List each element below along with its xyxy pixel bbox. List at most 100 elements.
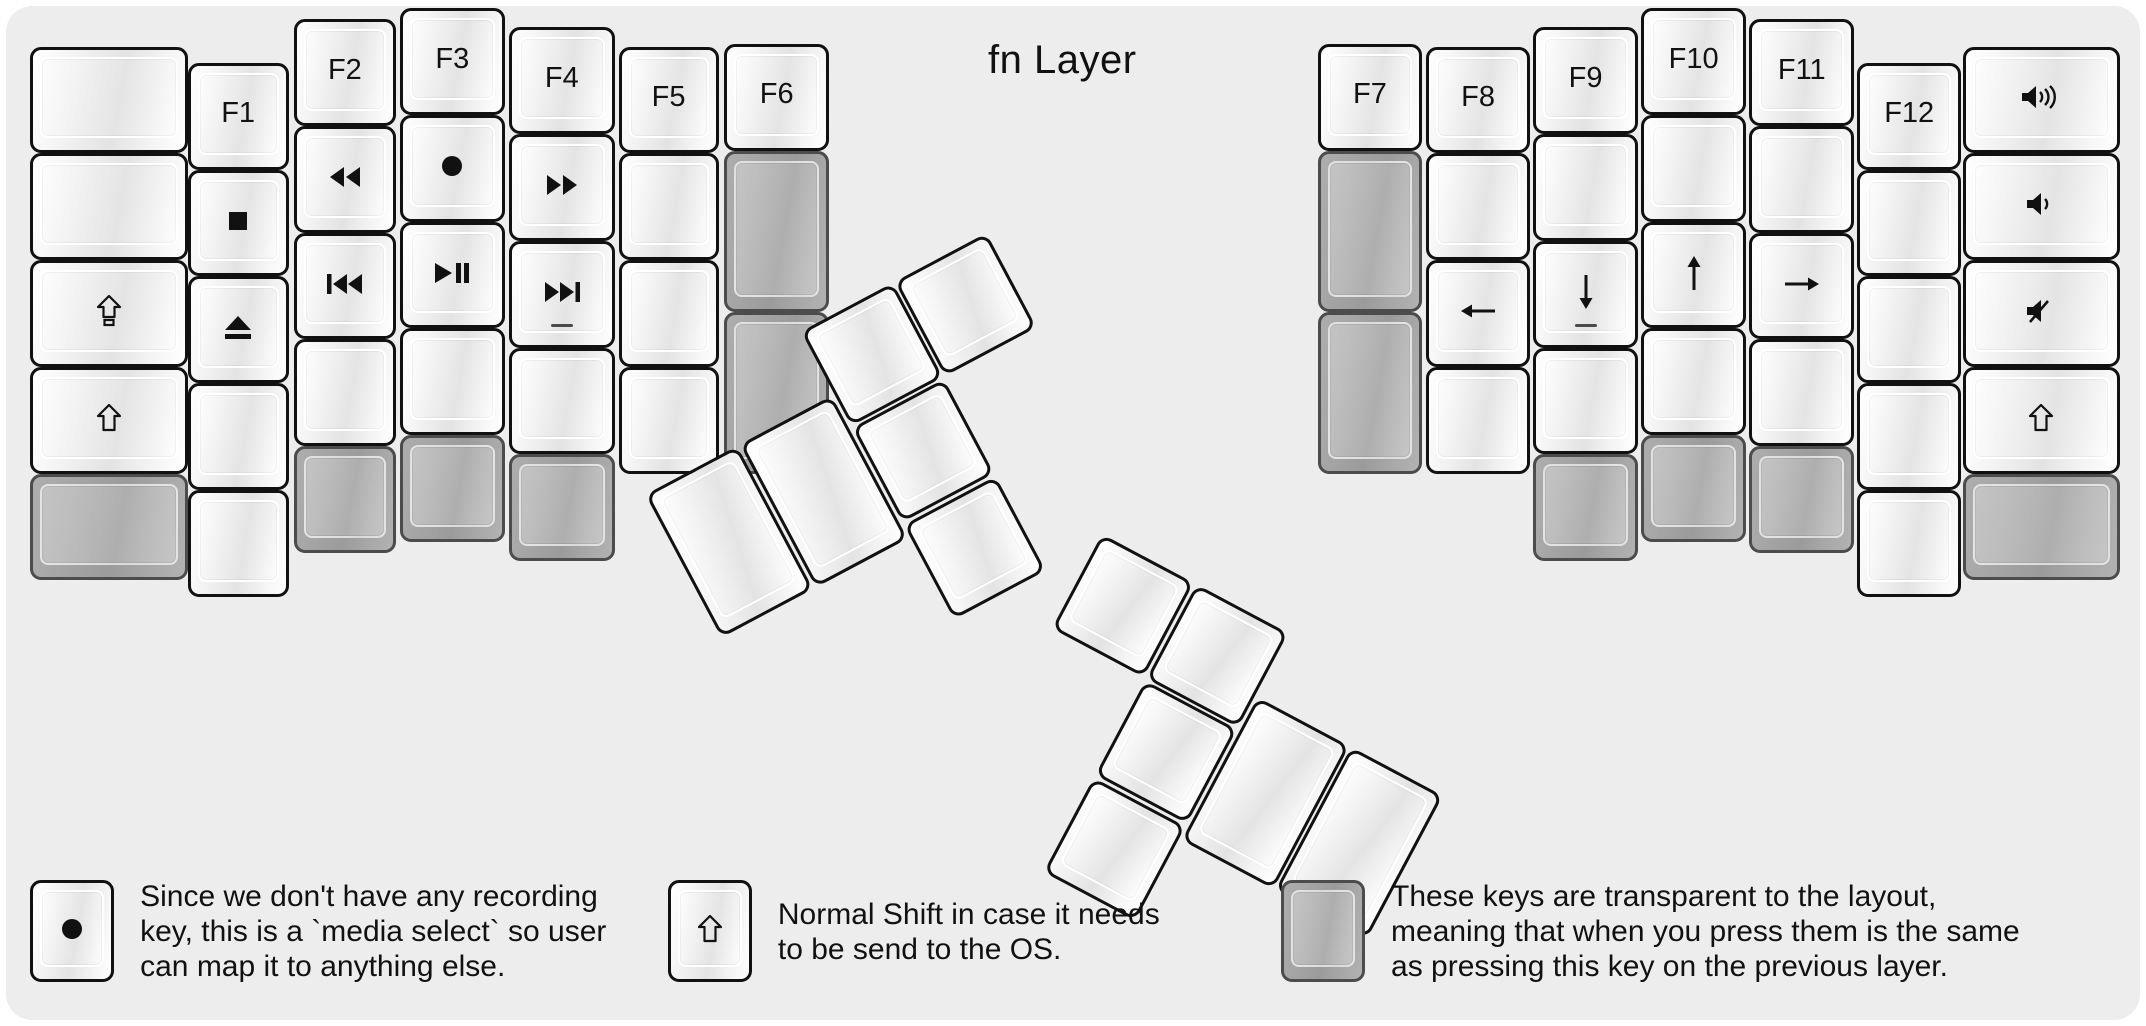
key-bevel <box>1972 163 2110 246</box>
key-media-prev-track[interactable] <box>294 232 396 340</box>
key-blank[interactable] <box>509 347 615 455</box>
key-label-blank <box>33 156 184 257</box>
key-label: F5 <box>651 80 686 113</box>
key-blank[interactable] <box>187 489 289 597</box>
key-blank[interactable] <box>1749 125 1855 233</box>
key-transparent[interactable] <box>1749 446 1855 553</box>
key-bevel <box>1650 124 1737 207</box>
key-label-blank <box>1752 449 1851 550</box>
key-arrow-left[interactable] <box>1426 260 1531 367</box>
key-blank[interactable] <box>1857 169 1962 277</box>
key-blank[interactable] <box>30 46 188 154</box>
key-media-stop[interactable] <box>187 169 289 277</box>
key-blank[interactable] <box>187 383 289 490</box>
key-arrow-right[interactable] <box>1749 232 1855 340</box>
key-bevel <box>1650 445 1737 527</box>
key-blank[interactable] <box>1640 114 1747 222</box>
key-blank[interactable] <box>294 339 396 447</box>
key-bevel <box>409 445 495 527</box>
key-f1[interactable]: F1 <box>187 62 289 170</box>
key-bevel <box>1972 483 2110 566</box>
key-label: F1 <box>221 97 256 130</box>
key-shift[interactable] <box>30 366 188 474</box>
key-media-next-track[interactable] <box>509 240 615 348</box>
key-transparent[interactable] <box>1532 454 1639 562</box>
key-blank[interactable] <box>1426 366 1531 474</box>
key-arrow-down[interactable] <box>1532 240 1639 348</box>
volume-down-icon <box>1966 156 2117 257</box>
key-bevel <box>1650 18 1737 100</box>
key-f3[interactable]: F3 <box>399 8 505 115</box>
key-label-blank <box>1321 154 1419 309</box>
key-media-play-pause[interactable] <box>399 221 505 329</box>
key-f10[interactable]: F10 <box>1640 8 1747 115</box>
key-transparent[interactable] <box>30 473 188 581</box>
key-arrow-up[interactable] <box>1640 221 1747 329</box>
key-bevel <box>40 376 178 459</box>
key-label-blank <box>622 263 716 364</box>
media-record-icon <box>33 883 111 979</box>
key-f4[interactable]: F4 <box>509 27 615 135</box>
key-f6[interactable]: F6 <box>724 43 830 151</box>
key-blank[interactable] <box>1857 489 1962 597</box>
key-f2[interactable]: F2 <box>294 19 396 126</box>
media-rewind-icon <box>297 129 392 230</box>
key-transparent[interactable] <box>1317 312 1422 474</box>
key-media-eject[interactable] <box>187 276 289 384</box>
key-f8[interactable]: F8 <box>1426 46 1531 154</box>
key-label-blank <box>1752 342 1851 443</box>
key-blank[interactable] <box>1640 328 1747 436</box>
key-label-blank <box>1321 315 1419 470</box>
key-bevel <box>628 163 709 246</box>
key-f11[interactable]: F11 <box>1749 19 1855 126</box>
homing-bar <box>550 323 573 327</box>
key-shift-lock[interactable] <box>30 260 188 367</box>
key-blank[interactable] <box>618 366 719 474</box>
key-volume-up[interactable] <box>1962 46 2120 154</box>
key-volume-down[interactable] <box>1962 153 2120 261</box>
key-bevel <box>1759 349 1845 432</box>
key-transparent[interactable] <box>294 446 396 553</box>
key-blank[interactable] <box>1857 383 1962 490</box>
key-bevel <box>519 37 605 120</box>
key-bevel <box>628 270 709 352</box>
key-blank[interactable] <box>1426 153 1531 261</box>
key-bevel <box>1867 393 1952 475</box>
key-shift[interactable] <box>1962 366 2120 474</box>
key-media-record[interactable] <box>399 114 505 222</box>
legend-description: Normal Shift in case it needs to be send… <box>777 897 1160 966</box>
key-blank[interactable] <box>1857 276 1962 384</box>
key-label: F12 <box>1884 97 1935 130</box>
key-f7[interactable]: F7 <box>1317 43 1422 151</box>
key-transparent[interactable] <box>1640 435 1747 542</box>
key-f9[interactable]: F9 <box>1532 27 1639 135</box>
key-blank[interactable] <box>399 328 505 436</box>
legend-key-swatch <box>1281 880 1369 985</box>
arrow-right-icon <box>1752 236 1851 337</box>
key-bevel <box>677 890 742 967</box>
key-transparent[interactable] <box>724 150 830 313</box>
key-f5[interactable]: F5 <box>618 46 719 154</box>
key-transparent[interactable] <box>509 454 615 562</box>
key-bevel <box>197 72 279 155</box>
key-blank[interactable] <box>618 153 719 261</box>
key-blank[interactable] <box>618 260 719 367</box>
key-label: F8 <box>1461 80 1496 113</box>
arrow-down-icon <box>1536 244 1635 345</box>
key-blank[interactable] <box>1749 339 1855 447</box>
key-media-fast-forward[interactable] <box>509 134 615 241</box>
key-blank[interactable] <box>1532 347 1639 455</box>
key-blank[interactable] <box>1532 134 1639 241</box>
key-transparent[interactable] <box>1317 150 1422 313</box>
key-media-rewind[interactable] <box>294 125 396 233</box>
key-f12[interactable]: F12 <box>1857 62 1962 170</box>
key-volume-mute[interactable] <box>1962 260 2120 367</box>
key-label-blank <box>1536 457 1635 558</box>
key-transparent[interactable] <box>1962 473 2120 581</box>
key-transparent[interactable] <box>399 435 505 542</box>
key-label-blank <box>403 331 502 432</box>
shift-icon <box>671 883 749 979</box>
media-fast-forward-icon <box>512 137 611 238</box>
key-label: F2 <box>327 53 362 86</box>
key-blank[interactable] <box>30 153 188 261</box>
